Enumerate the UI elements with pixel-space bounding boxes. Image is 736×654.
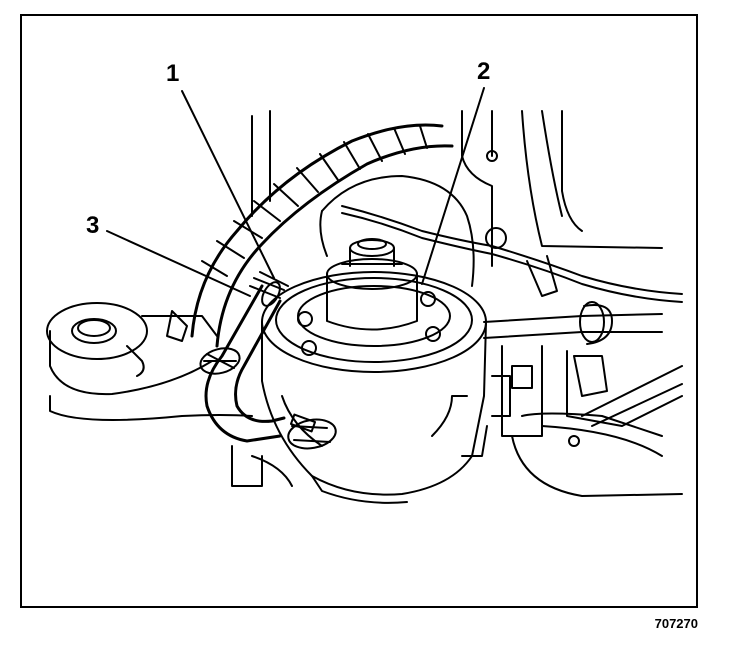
leader-line-3 — [106, 230, 251, 297]
hose-assembly — [199, 271, 337, 450]
engine-component-illustration — [46, 87, 683, 504]
illustration-frame — [20, 14, 698, 608]
leader-line-1 — [181, 90, 275, 279]
leader-line-2 — [421, 87, 485, 285]
leader-lines — [106, 87, 485, 297]
cover-behind — [319, 175, 475, 287]
right-pipes — [483, 301, 683, 437]
clamp-1 — [249, 271, 289, 299]
figure-id: 707270 — [654, 616, 698, 631]
left-mount-bracket — [46, 302, 253, 421]
lower-left-details — [231, 445, 293, 487]
callout-1: 1 — [166, 60, 180, 87]
callout-3: 3 — [86, 212, 100, 239]
lower-right-rail — [511, 365, 683, 497]
callout-2: 2 — [477, 58, 491, 85]
main-component — [261, 238, 488, 504]
engine-block-outline — [251, 110, 663, 267]
right-wire — [341, 205, 683, 303]
clamp-3 — [199, 347, 241, 375]
wiring-harness — [190, 123, 454, 348]
